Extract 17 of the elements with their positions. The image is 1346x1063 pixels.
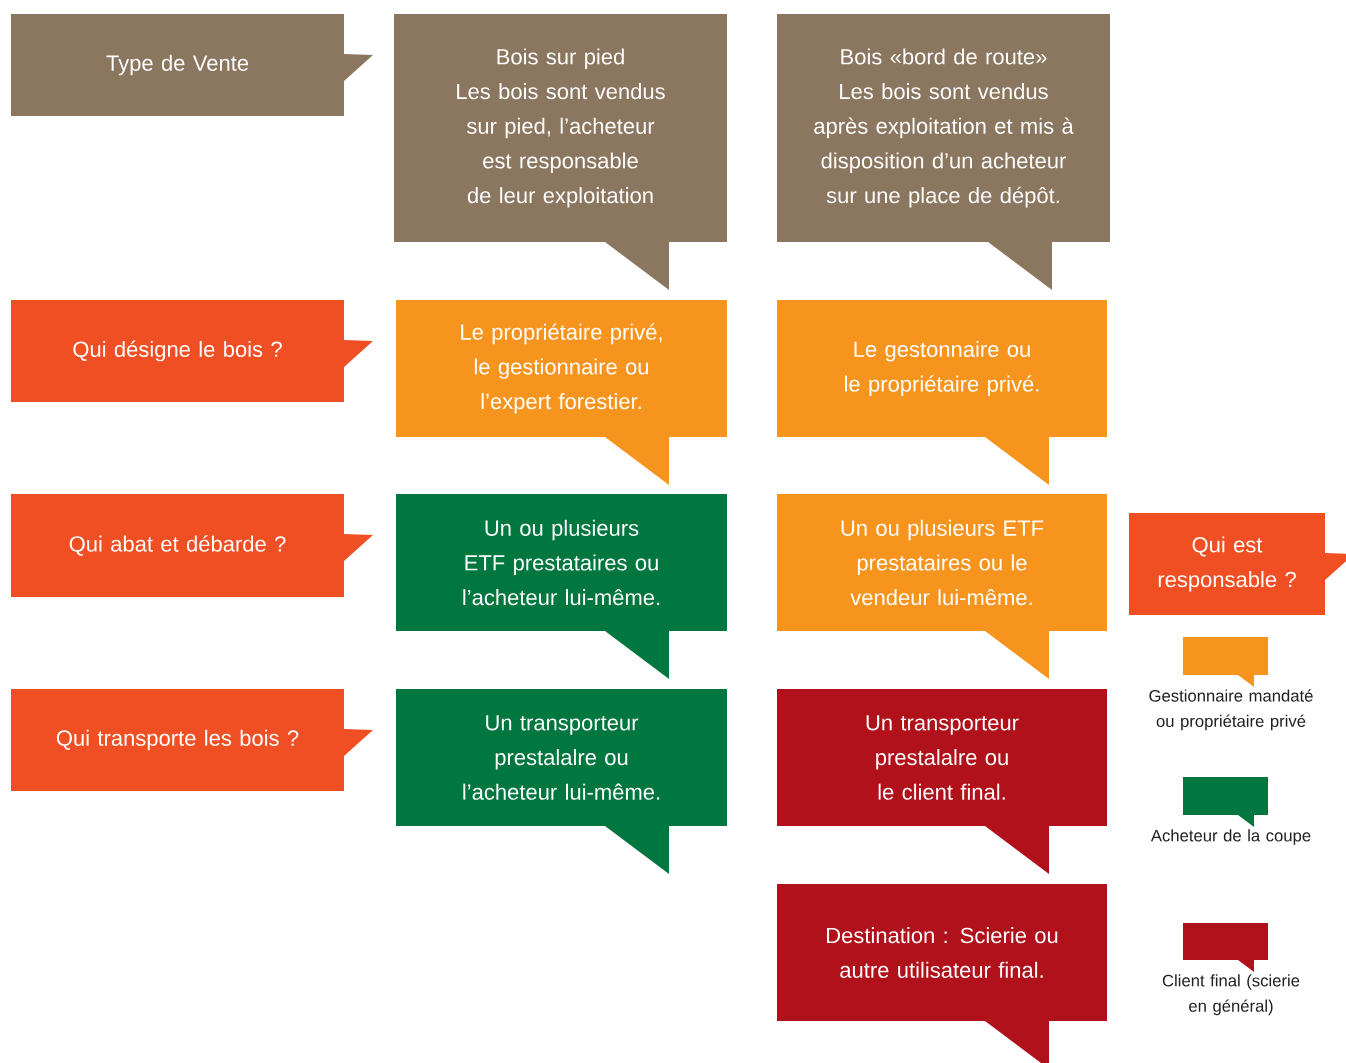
speech-bubble: Destination : Scierie ou autre utilisateur final. (777, 884, 1107, 1063)
legend-label: Gestionnaire mandaté ou propriétaire privé (1149, 689, 1313, 731)
speech-bubble: Bois «bord de route» Les bois sont vendus après exploitation et mis à disposition d’un acheteur sur une place de dépôt. (777, 14, 1110, 290)
speech-bubble: Un ou plusieurs ETF prestataires ou l’acheteur lui-même. (396, 494, 727, 679)
legend-label: Acheteur de la coupe (1150, 829, 1311, 845)
speech-bubble: Un ou plusieurs ETF prestataires ou le vendeur lui-même. (777, 494, 1107, 679)
speech-bubble: Un transporteur prestalalre ou l’acheteur lui-même. (396, 689, 727, 874)
speech-bubble: Un transporteur prestalalre ou le client final. (777, 689, 1107, 874)
speech-bubble: Type de Vente (11, 14, 373, 116)
speech-bubble: Qui est responsable ? (1129, 513, 1346, 615)
speech-bubble: Qui abat et débarde ? (11, 494, 373, 597)
speech-bubble: Le propriétaire privé, le gestionnaire ou l’expert forestier. (396, 300, 727, 485)
speech-bubble: Qui désigne le bois ? (11, 300, 373, 402)
speech-bubble: Le gestonnaire ou le propriétaire privé. (777, 300, 1107, 485)
legend-label: Client final (scierie en général) (1162, 974, 1300, 1016)
speech-bubble: Bois sur pied Les bois sont vendus sur pied, l’acheteur est responsable de leur exploitation (394, 14, 727, 290)
speech-bubble: Qui transporte les bois ? (11, 689, 373, 791)
